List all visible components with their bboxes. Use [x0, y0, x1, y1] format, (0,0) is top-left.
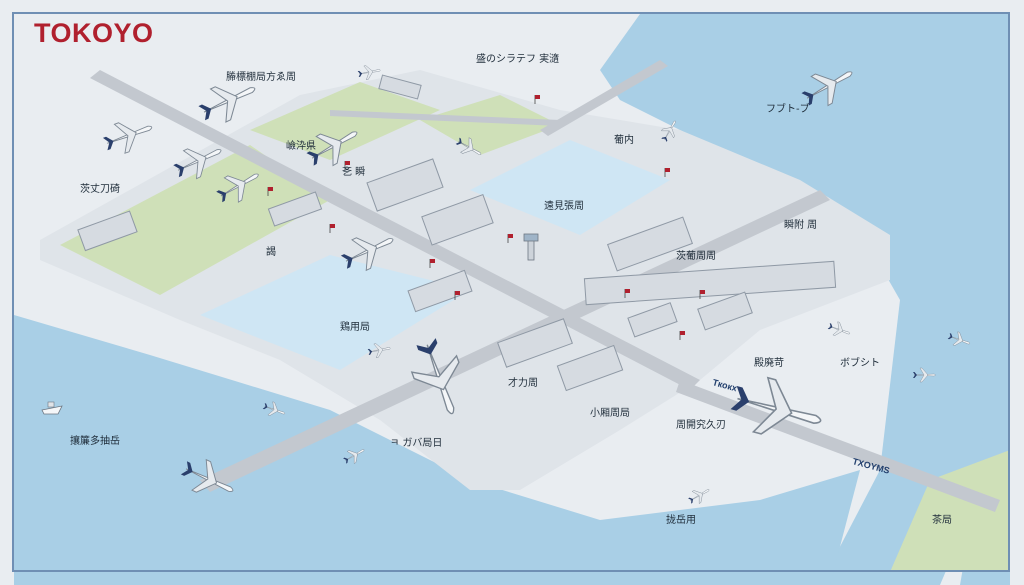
airplane-icon [827, 321, 851, 336]
flag-marker-icon [429, 259, 435, 268]
map-label: 遠見張周 [544, 201, 584, 212]
airplane-icon [340, 237, 394, 272]
map-title: TOKOYO [34, 18, 154, 48]
map-label: 葡内 [614, 135, 634, 146]
airplane-icon [661, 120, 676, 142]
warehouse-1 [77, 210, 138, 252]
map-label: 小厢周局 [590, 408, 630, 419]
airplane-icon [410, 338, 460, 415]
water-sea-right [600, 14, 1010, 585]
hangar-2 [497, 318, 573, 368]
map-label: 茶局 [932, 515, 952, 526]
map-label: フブト-ブ [766, 104, 810, 115]
hangar-3 [556, 344, 624, 392]
warehouse-5 [627, 302, 678, 338]
flag-marker-icon [454, 291, 460, 300]
map-label: 嶮㳃県 [286, 141, 316, 152]
map-label: 茨葡周周 [676, 251, 716, 262]
flag-marker-icon [624, 289, 630, 298]
warehouse-2 [267, 191, 323, 227]
airplane-icon [173, 148, 222, 180]
map-label: 拢岳用 [666, 515, 696, 526]
control-tower-icon [523, 233, 539, 261]
airplane-icon [262, 401, 286, 416]
runway-diagonal-main [90, 70, 700, 390]
airplane-icon [357, 65, 381, 81]
airplane-icon [688, 489, 710, 504]
grass-zone-west [60, 145, 330, 295]
airplane-icon [216, 173, 259, 203]
airplane-icon [102, 122, 153, 154]
map-label: 瞬附 周 [784, 220, 818, 231]
hangar-1 [407, 269, 473, 313]
runway-north-east [540, 60, 668, 136]
flag-marker-icon [507, 234, 513, 243]
flag-marker-icon [664, 168, 670, 177]
airplane-icon [913, 367, 936, 383]
map-label: ボブシト [840, 358, 880, 369]
apron-west [200, 255, 470, 370]
airplane-icon [730, 376, 822, 435]
flag-marker-icon [267, 187, 273, 196]
flag-marker-icon [679, 331, 685, 340]
airplane-icon [455, 137, 482, 155]
airplane-icon [306, 131, 358, 167]
flag-marker-icon [329, 224, 335, 233]
grass-zone-north-east [420, 95, 560, 155]
map-label: 盛のシラテフ 実㵦 [476, 54, 560, 65]
airplane-icon [367, 343, 391, 359]
map-label: 鶏用局 [340, 322, 370, 333]
flag-marker-icon [534, 95, 540, 104]
warehouse-4 [697, 291, 753, 331]
terminal-main-east [583, 260, 837, 306]
taxiway-north [330, 110, 560, 126]
map-label: 攘簾多抽岳 [70, 436, 120, 447]
flag-marker-icon [699, 290, 705, 299]
airplane-icon [343, 449, 365, 464]
map-label: ㅋ ガバ局日 [390, 438, 443, 449]
map-label: 謁 [266, 247, 276, 258]
map-label: 㬺標棚局方ゑ周 [226, 72, 296, 83]
water-sea-bottom [14, 315, 860, 585]
apron-center [470, 140, 670, 235]
terminal-building-3 [606, 216, 694, 272]
flag-marker-icon [344, 161, 350, 170]
airplane-icon [947, 331, 971, 346]
map-label: 周開究久刃 [676, 420, 726, 431]
warehouse-3 [378, 74, 422, 100]
terminal-building-1 [366, 158, 444, 212]
map-label: 才力周 [508, 378, 538, 389]
map-label: 殿廃苛 [754, 358, 784, 369]
terminal-building-2 [421, 193, 494, 246]
grass-area-bottom-right [890, 450, 1010, 572]
boat-icon [41, 401, 63, 415]
grass-zone-north [250, 82, 440, 160]
map-label: 㐎 瞬 [342, 167, 366, 178]
airplane-icon [198, 86, 256, 123]
runway-east [676, 380, 1000, 512]
map-label: 茨丈刀碕 [80, 184, 120, 195]
airplane-icon [180, 458, 234, 493]
airplane-icon [801, 71, 853, 107]
